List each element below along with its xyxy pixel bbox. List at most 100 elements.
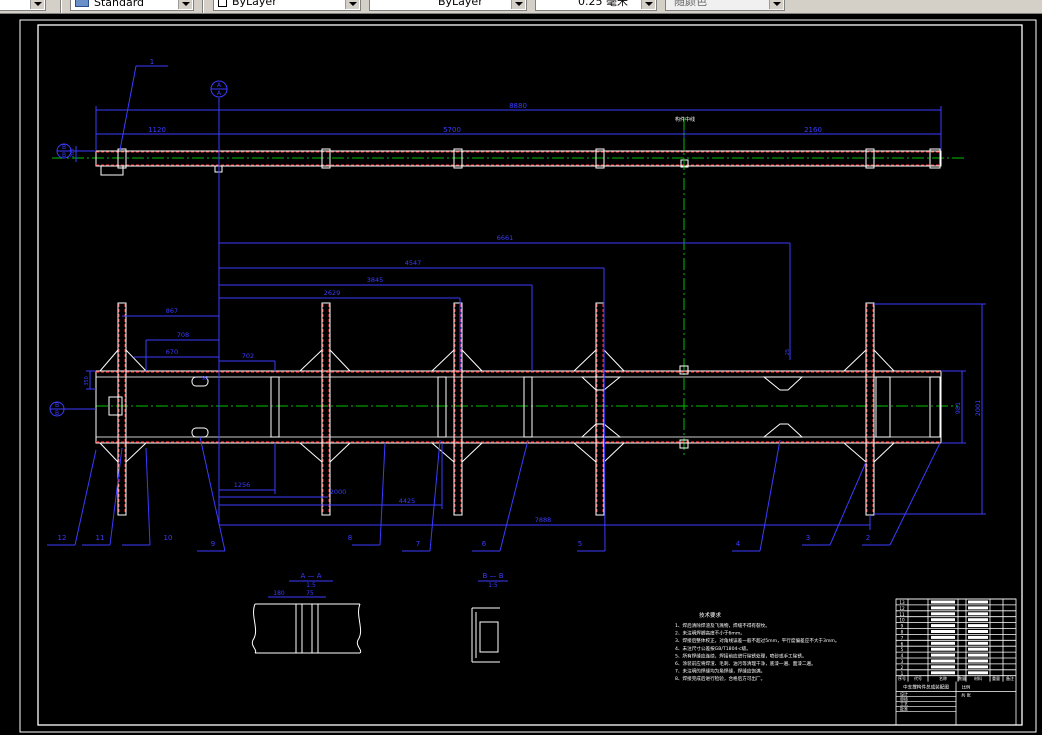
toolbar-separator — [202, 0, 204, 13]
inner-stiffener — [875, 376, 891, 438]
linetype-combo[interactable]: ByLayer — [369, 0, 527, 11]
dim-mid: 5700 — [443, 126, 461, 134]
inner-stiffener — [270, 376, 280, 438]
support-leg — [117, 302, 127, 516]
break-line — [251, 603, 257, 654]
plan-left-marker-top: B — [55, 402, 59, 409]
section-flange — [255, 603, 360, 654]
gusset-plate — [580, 376, 622, 391]
lineweight-value: 0.25 毫米 — [578, 0, 628, 8]
balloon-leader — [759, 439, 781, 552]
note-line: 7、未注明的焊缝均为角焊缝，焊缝应饱满。 — [675, 668, 765, 675]
chevron-down-icon[interactable] — [769, 0, 783, 9]
main-beam-inner — [95, 376, 942, 438]
top-stiffener — [321, 148, 331, 169]
note-line: 1、焊后清除焊渣及飞溅物，焊缝不得有裂纹。 — [675, 622, 770, 629]
sign-label: 批准 — [900, 706, 908, 712]
title-row-number: 11 — [899, 612, 905, 617]
note-line: 4、未注尺寸公差按GB/T1804-c级。 — [675, 645, 751, 652]
layer-value: ByLayer — [232, 0, 277, 8]
title-row-name — [931, 612, 955, 616]
title-header: 序号 — [898, 675, 906, 681]
toolbar-separator — [60, 0, 62, 13]
notes-title: 技术要求 — [699, 611, 722, 619]
balloon-label: 6 — [482, 540, 487, 548]
title-header: 备注 — [1006, 675, 1014, 681]
plan-dim-text: 1256 — [234, 481, 251, 489]
title-row-number: 7 — [901, 635, 904, 640]
chevron-down-icon[interactable] — [641, 0, 655, 9]
title-row-number: 10 — [899, 618, 905, 623]
dimstyle-combo[interactable] — [0, 0, 46, 11]
layer-combo[interactable]: ByLayer — [213, 0, 361, 11]
title-row-name — [931, 630, 955, 633]
dim-right: 2160 — [804, 126, 822, 134]
plan-dim-text: 4425 — [399, 497, 416, 505]
chevron-down-icon[interactable] — [511, 0, 525, 9]
drawing-title: 中支撑构件总成装配图 — [903, 684, 949, 691]
gusset-plate — [580, 423, 622, 438]
gusset-brace — [299, 349, 351, 463]
title-row-name — [931, 659, 955, 663]
balloon-leader — [145, 447, 151, 546]
side-dim: 200 — [70, 148, 76, 158]
balloon-label: 12 — [58, 534, 67, 542]
end-box — [108, 396, 123, 416]
top-view: 8880 1120 5700 2160 构件中线 1 A A B B 200 — [52, 58, 965, 176]
center-lug — [679, 439, 689, 449]
balloon-leader — [74, 449, 97, 546]
dim-overall: 8880 — [509, 102, 527, 110]
title-row-name — [931, 653, 955, 657]
text-style-value: Standard — [94, 0, 145, 9]
title-row-name — [931, 647, 955, 651]
balloon-label: 8 — [348, 534, 352, 542]
title-row-material — [968, 665, 988, 669]
break-line — [356, 603, 362, 654]
sign-label: 设计 — [900, 691, 908, 697]
lineweight-combo[interactable]: 0.25 毫米 — [535, 0, 657, 11]
center-label: 构件中线 — [675, 116, 695, 123]
title-row-name — [931, 600, 955, 604]
slot — [191, 427, 209, 438]
support-leg — [453, 302, 463, 516]
section-bb: B — B 1:5 — [471, 572, 508, 663]
drawing-canvas[interactable]: 8880 1120 5700 2160 构件中线 1 A A B B 200 — [0, 14, 1042, 735]
properties-toolbar: Standard ByLayer ByLayer 0.25 毫米 随颜色 — [0, 0, 1042, 14]
balloon-leader — [603, 339, 606, 552]
chevron-down-icon[interactable] — [345, 0, 359, 9]
title-row-material — [968, 647, 988, 651]
inner-stiffener — [437, 376, 447, 438]
support-leg — [321, 302, 331, 516]
section-aa-title: A — A — [300, 572, 321, 580]
top-stiffener — [453, 148, 463, 169]
plot-style-combo[interactable]: 随颜色 — [665, 0, 785, 11]
balloon-leader — [109, 447, 123, 546]
title-row-material — [968, 624, 988, 628]
note-line: 3、焊接后整体校正，对角线误差一般不超过5mm，平行度偏差应不大于3mm。 — [675, 637, 839, 644]
plan-small-dim: 25 — [785, 349, 791, 355]
title-row-name — [931, 671, 955, 675]
title-row-number: 13 — [899, 600, 905, 605]
top-bracket — [100, 165, 124, 176]
gusset-brace — [843, 349, 895, 463]
inner-stiffener — [523, 376, 533, 438]
chevron-down-icon[interactable] — [178, 0, 192, 9]
title-row-material — [968, 618, 988, 622]
title-header: 代号 — [914, 675, 922, 681]
slot — [191, 376, 209, 387]
title-row-number: 5 — [901, 647, 904, 652]
plan-dim-text: 708 — [177, 331, 189, 339]
title-header: 重量 — [992, 675, 1000, 681]
plot-style-value: 随颜色 — [674, 0, 707, 8]
section-bb-title: B — B — [482, 572, 503, 580]
plan-dim-text: 3845 — [367, 276, 384, 284]
title-row-material — [968, 641, 988, 645]
text-style-combo[interactable]: Standard — [70, 0, 194, 11]
chevron-down-icon[interactable] — [30, 0, 44, 9]
note-line: 6、涂装前应将焊渣、毛刺、油污等清理干净，底漆一遍、面漆二遍。 — [675, 660, 816, 667]
outer-frame — [19, 19, 1037, 733]
title-row-material — [968, 659, 988, 663]
section-aa: A — A 1:5 180 75 — [251, 572, 362, 654]
plan-left-marker-bottom: B — [55, 410, 59, 417]
title-row-material — [968, 630, 988, 633]
